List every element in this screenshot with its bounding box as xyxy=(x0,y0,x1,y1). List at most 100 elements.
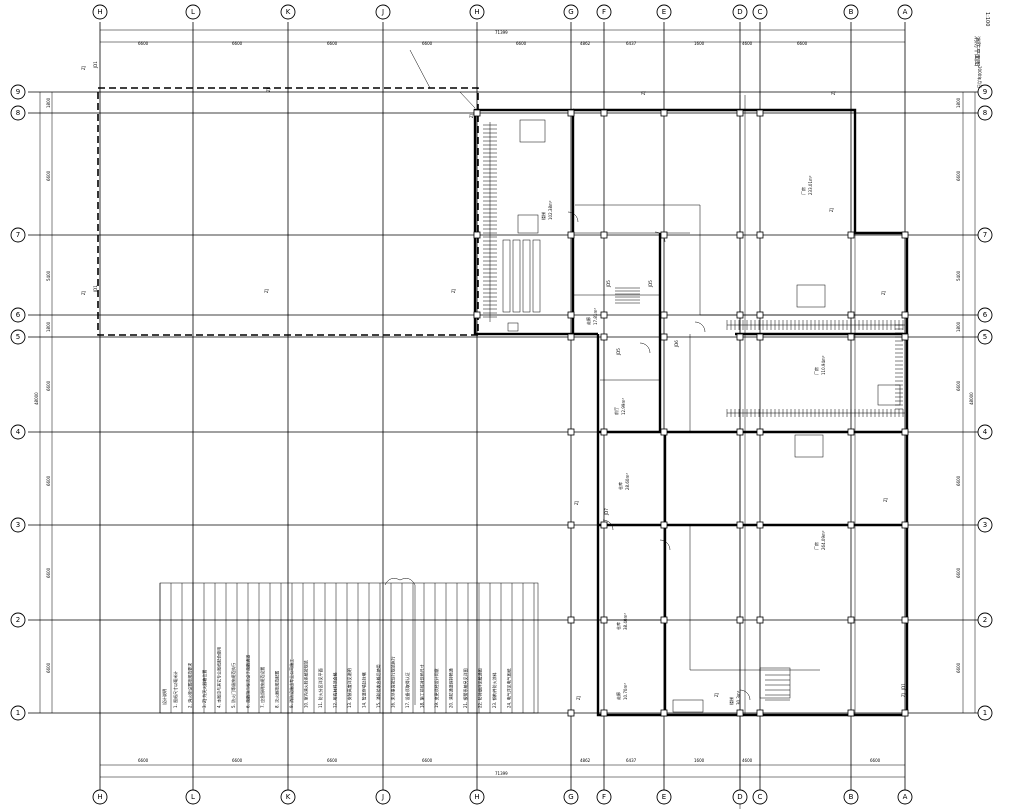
room-name: 厂房 xyxy=(813,367,819,375)
axis-bubble-y xyxy=(10,424,26,440)
room-name: 走廊 xyxy=(585,317,591,325)
column xyxy=(847,709,855,717)
room-name: 楼梯 xyxy=(728,697,734,705)
dim-top-value: 1600 xyxy=(694,41,705,46)
axis-label-y: 7 xyxy=(16,231,20,239)
axis-label-x: D xyxy=(737,8,742,16)
column xyxy=(600,616,608,624)
note-line: 24. 电气详见电气图纸 xyxy=(506,668,512,708)
axis-bubble-x xyxy=(185,789,201,805)
dim-top-value: 4600 xyxy=(742,41,753,46)
equipment-box xyxy=(672,699,704,713)
fire-hydrant-box xyxy=(507,322,519,332)
door-swing xyxy=(694,321,706,333)
door-label: JD5 xyxy=(616,348,621,356)
axis-bubble-x xyxy=(185,4,201,20)
column xyxy=(847,616,855,624)
column xyxy=(901,709,909,717)
fire-extinguisher-label: ZJ xyxy=(641,91,646,95)
dim-bottom-value: 6600 xyxy=(232,758,243,763)
column xyxy=(600,709,608,717)
column xyxy=(567,231,575,239)
axis-label-x: F xyxy=(602,793,606,801)
axis-bubble-x xyxy=(732,789,748,805)
axis-bubble-x xyxy=(596,4,612,20)
axis-label-y: 4 xyxy=(983,428,988,436)
note-line: 3. ZJ 为灭火器箱位置 xyxy=(201,670,207,708)
dim-top-value: 6600 xyxy=(797,41,808,46)
axis-bubble-y xyxy=(10,517,26,533)
room-area: 102.38m² xyxy=(548,200,553,220)
column xyxy=(756,333,764,341)
room-area: 28.60m² xyxy=(625,473,630,490)
structural-columns xyxy=(473,109,909,717)
fire-extinguisher-label: ZJ xyxy=(829,208,834,212)
fire-extinguisher-label: ZJ xyxy=(451,289,456,293)
column xyxy=(600,428,608,436)
column xyxy=(660,311,668,319)
equipment-box xyxy=(519,119,546,143)
axis-label-x: C xyxy=(758,793,763,801)
dim-bottom-value: 6600 xyxy=(870,758,881,763)
dim-bottom-value: 6600 xyxy=(138,758,149,763)
note-line: 7. 应急照明按规范设置 xyxy=(259,667,265,708)
axis-label-x: A xyxy=(903,793,908,801)
axis-label-y: 3 xyxy=(983,521,987,529)
door-label: JD5 xyxy=(648,280,653,288)
note-line: 14. 管道穿墙处封堵 xyxy=(361,672,367,708)
axis-bubble-y xyxy=(977,517,993,533)
fire-extinguisher-label: ZJ xyxy=(881,291,886,295)
fire-extinguisher-label: ZJ xyxy=(264,289,269,293)
stair-landing-bars xyxy=(512,239,521,313)
axis-label-y: 3 xyxy=(16,521,20,529)
room-area: 110.94m² xyxy=(821,355,826,375)
leader-line xyxy=(409,49,431,89)
door-swing xyxy=(602,519,614,531)
dim-side-left-value: 6600 xyxy=(46,475,51,486)
axis-bubble-y xyxy=(977,307,993,323)
axis-bubble-x xyxy=(563,4,579,20)
axis-label-y: 2 xyxy=(983,616,987,624)
axis-bubble-y xyxy=(10,227,26,243)
axis-bubble-x xyxy=(92,789,108,805)
dim-bottom-value: 6600 xyxy=(327,758,338,763)
column xyxy=(901,428,909,436)
column xyxy=(736,333,744,341)
note-line: 20. 消防通道保持畅通 xyxy=(448,668,454,708)
axis-bubble-x xyxy=(843,4,859,20)
column xyxy=(736,521,744,529)
axis-label-y: 8 xyxy=(983,109,987,117)
axis-bubble-x xyxy=(656,4,672,20)
axis-label-x: A xyxy=(903,8,908,16)
column xyxy=(567,616,575,624)
note-line: 18. 施工前核对现场尺寸 xyxy=(419,664,425,708)
axis-label-x: H xyxy=(97,793,102,801)
column xyxy=(756,709,764,717)
axis-bubble-y xyxy=(10,84,26,100)
axis-label-x: E xyxy=(662,8,666,16)
note-line: 5. 防火门等级按规范执行 xyxy=(230,663,236,708)
axis-bubble-x xyxy=(596,789,612,805)
dim-bottom-value: 1600 xyxy=(694,758,705,763)
note-line: 4. 本图应与其它专业图纸配合使用 xyxy=(216,647,222,708)
dim-side-right-value: 6600 xyxy=(956,475,961,486)
axis-bubble-y xyxy=(10,105,26,121)
column xyxy=(600,333,608,341)
equipment-box xyxy=(517,214,539,234)
column xyxy=(660,109,668,117)
room-area: 17.81m² xyxy=(593,308,598,325)
axis-bubble-y xyxy=(977,227,993,243)
leader-line xyxy=(459,91,476,109)
door-label: JD1 xyxy=(93,285,98,293)
axis-label-x: L xyxy=(191,793,195,801)
dim-side-left-value: 6600 xyxy=(46,662,51,673)
axis-bubble-x xyxy=(897,4,913,20)
axis-bubble-x xyxy=(563,789,579,805)
column xyxy=(901,333,909,341)
column xyxy=(736,709,744,717)
column xyxy=(660,521,668,529)
dim-side-left-value: 5400 xyxy=(46,270,51,281)
door-label: JD1 xyxy=(93,61,98,69)
